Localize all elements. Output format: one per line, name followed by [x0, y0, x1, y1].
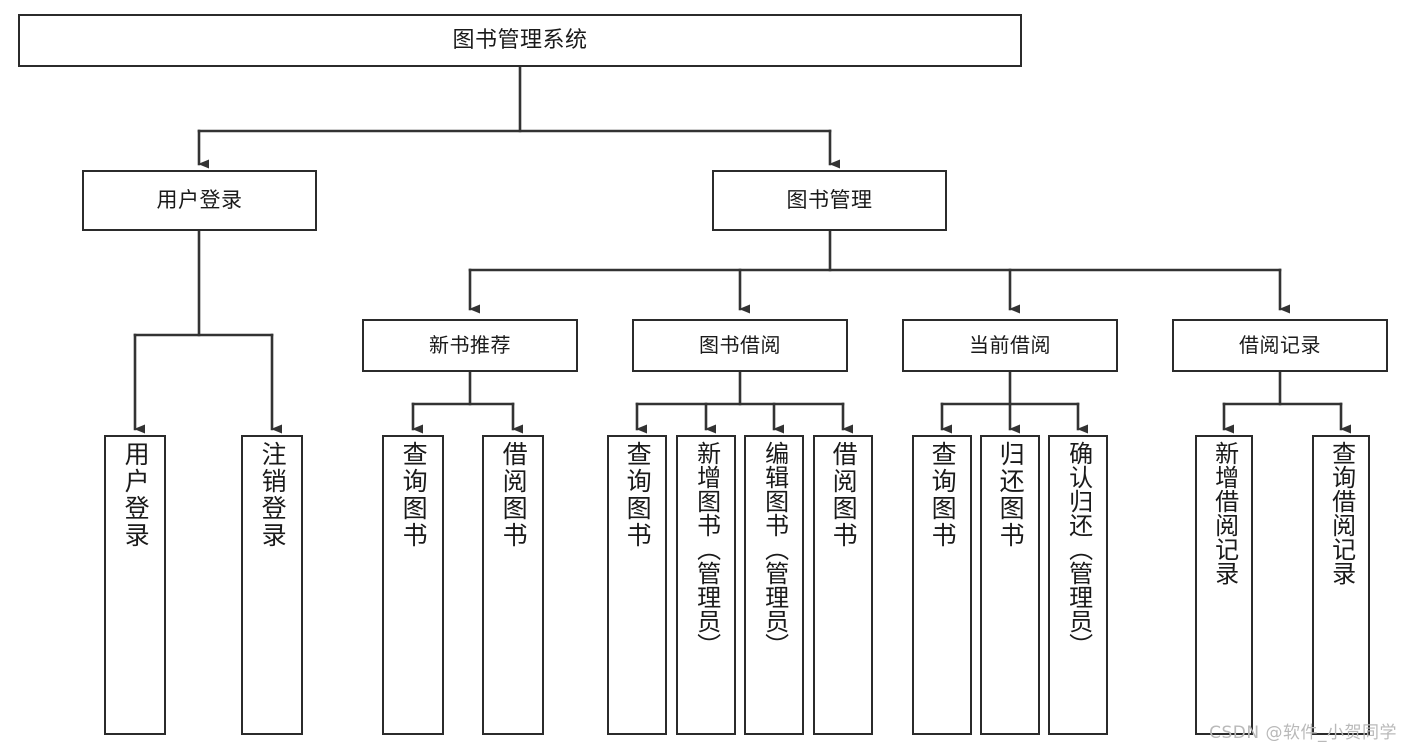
node-leaf-add-record[interactable]: 新增借阅记录	[1195, 435, 1253, 735]
node-label: 确认归还（管理员）	[1064, 441, 1093, 657]
node-leaf-confirm-return[interactable]: 确认归还（管理员）	[1048, 435, 1108, 735]
node-leaf-add-book[interactable]: 新增图书（管理员）	[676, 435, 736, 735]
node-leaf-borrow-book-2[interactable]: 借阅图书	[813, 435, 873, 735]
node-label: 归还图书	[996, 441, 1026, 549]
node-current-borrow[interactable]: 当前借阅	[902, 319, 1118, 372]
node-label: 用户登录	[121, 441, 151, 549]
node-label: 当前借阅	[969, 332, 1051, 357]
node-label: 借阅记录	[1239, 332, 1321, 357]
node-label: 查询图书	[399, 441, 429, 549]
node-book-borrow[interactable]: 图书借阅	[632, 319, 848, 372]
node-user-login[interactable]: 用户登录	[82, 170, 317, 231]
node-label: 用户登录	[156, 188, 243, 213]
node-leaf-user-login[interactable]: 用户登录	[104, 435, 166, 735]
node-label: 新书推荐	[429, 332, 511, 357]
node-leaf-query-book-3[interactable]: 查询图书	[912, 435, 972, 735]
watermark: CSDN @软件_小贺同学	[1209, 723, 1397, 743]
node-label: 编辑图书（管理员）	[760, 441, 789, 657]
node-root-book-management-system[interactable]: 图书管理系统	[18, 14, 1022, 67]
node-leaf-return-book[interactable]: 归还图书	[980, 435, 1040, 735]
node-label: 图书借阅	[699, 332, 781, 357]
node-label: 注销登录	[258, 441, 288, 549]
node-label: 查询图书	[928, 441, 958, 549]
node-label: 借阅图书	[829, 441, 859, 549]
node-leaf-edit-book[interactable]: 编辑图书（管理员）	[744, 435, 804, 735]
node-book-manage[interactable]: 图书管理	[712, 170, 947, 231]
node-label: 新增借阅记录	[1210, 441, 1239, 585]
node-label: 新增图书（管理员）	[692, 441, 721, 657]
node-leaf-query-book-1[interactable]: 查询图书	[382, 435, 444, 735]
node-new-book-recommend[interactable]: 新书推荐	[362, 319, 578, 372]
node-label: 图书管理系统	[452, 27, 588, 53]
node-borrow-record[interactable]: 借阅记录	[1172, 319, 1388, 372]
node-label: 借阅图书	[499, 441, 529, 549]
node-label: 查询借阅记录	[1327, 441, 1356, 585]
node-label: 查询图书	[623, 441, 653, 549]
node-leaf-user-logout[interactable]: 注销登录	[241, 435, 303, 735]
node-leaf-borrow-book-1[interactable]: 借阅图书	[482, 435, 544, 735]
node-label: 图书管理	[786, 188, 873, 213]
node-leaf-query-book-2[interactable]: 查询图书	[607, 435, 667, 735]
node-leaf-query-record[interactable]: 查询借阅记录	[1312, 435, 1370, 735]
